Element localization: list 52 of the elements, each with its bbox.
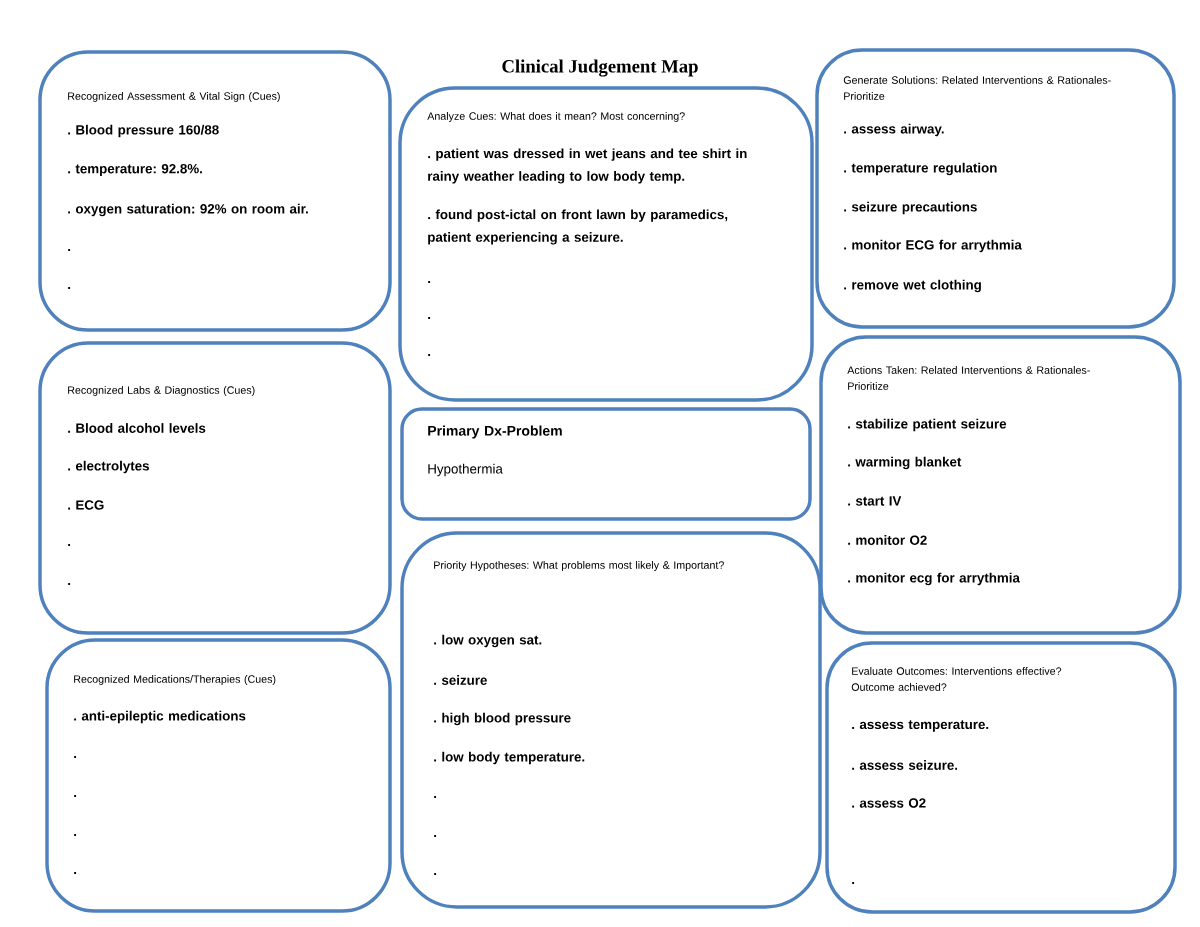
list-item: . assess seizure.: [852, 760, 958, 770]
list-item: . start IV: [848, 496, 902, 506]
box-heading: Analyze Cues: What does it mean? Most concerning?: [427, 112, 685, 122]
list-item: .: [68, 544, 71, 546]
list-item: . assess temperature.: [852, 720, 989, 732]
list-item: . assess O2: [852, 798, 926, 808]
list-item: .: [428, 281, 431, 283]
list-item: . temperature: 92.8%.: [68, 163, 202, 177]
list-item: . remove wet clothing: [844, 279, 981, 293]
box-heading: Actions Taken: Related Interventions & Rationales-Prioritize: [847, 366, 1090, 390]
list-item: . warming blanket: [848, 456, 962, 470]
list-item: .: [434, 796, 437, 798]
box-heading: Generate Solutions: Related Interventions & Rationales-Prioritize: [843, 76, 1111, 100]
box-heading: Evaluate Outcomes: Interventions effective? Outcome achieved?: [851, 667, 1062, 691]
list-item: . Blood alcohol levels: [68, 423, 206, 433]
list-item: . low oxygen sat.: [434, 634, 542, 648]
list-item: .: [68, 249, 71, 251]
list-item: .: [68, 287, 71, 289]
list-item: . Blood pressure 160/88: [68, 124, 219, 138]
list-item: . seizure: [434, 675, 487, 685]
box-heading: Recognized Medications/Therapies (Cues): [74, 675, 276, 685]
list-item: . monitor ECG for arrythmia: [844, 239, 1022, 253]
box-heading: Primary Dx-Problem: [428, 425, 562, 439]
list-item: .: [434, 873, 437, 875]
list-item: .: [428, 354, 431, 356]
list-item: .: [74, 834, 77, 836]
list-item: .: [68, 583, 71, 585]
list-item: . assess airway.: [844, 123, 944, 137]
list-item: .: [428, 317, 431, 319]
list-item: .: [852, 882, 855, 884]
box-heading: Recognized Labs & Diagnostics (Cues): [68, 386, 255, 396]
list-item: . patient was dressed in wet jeans and tee shirt in rainy weather leading to low body temp.: [428, 148, 747, 184]
list-item: . anti-epileptic medications: [74, 710, 246, 724]
list-item: . monitor O2: [848, 535, 927, 545]
list-item: . high blood pressure: [434, 712, 571, 726]
list-item: . found post-ictal on front lawn by paramedics, patient experiencing a seizure.: [428, 209, 728, 245]
list-item: . oxygen saturation: 92% on room air.: [68, 203, 308, 217]
list-item: . electrolytes: [68, 460, 149, 474]
list-item: Hypothermia: [428, 463, 503, 477]
list-item: .: [74, 872, 77, 874]
list-item: .: [74, 795, 77, 797]
box-heading: Recognized Assessment & Vital Sign (Cues): [68, 92, 280, 102]
list-item: . temperature regulation: [844, 162, 997, 176]
list-item: . ECG: [68, 500, 104, 510]
box-heading: Priority Hypotheses: What problems most likely & Important?: [434, 561, 724, 571]
list-item: .: [434, 835, 437, 837]
list-item: . low body temperature.: [434, 751, 585, 765]
list-item: . monitor ecg for arrythmia: [848, 572, 1020, 586]
list-item: . stabilize patient seizure: [848, 418, 1007, 432]
list-item: .: [74, 756, 77, 758]
title: Clinical Judgement Map: [502, 59, 698, 77]
list-item: . seizure precautions: [844, 201, 977, 215]
